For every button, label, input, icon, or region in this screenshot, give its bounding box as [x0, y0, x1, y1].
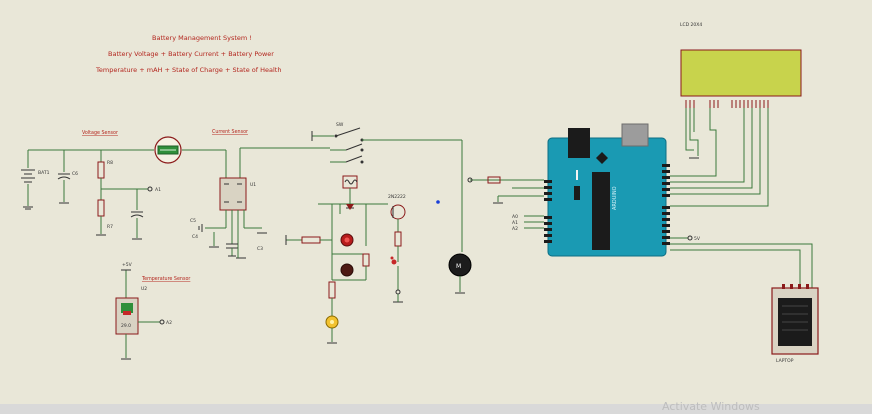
activate-windows-watermark: Activate Windows — [662, 400, 760, 413]
voltmeter[interactable] — [154, 136, 182, 164]
title-line-2: Battery Voltage + Battery Current + Batt… — [108, 50, 274, 58]
svg-text:A2: A2 — [512, 226, 518, 232]
svg-text:29.0: 29.0 — [121, 323, 131, 329]
svg-text:C5: C5 — [190, 218, 196, 224]
laptop-label: LAPTOP — [776, 358, 794, 364]
switch-relay-circuit[interactable]: SW 2N2222 — [285, 122, 472, 344]
resistor-r7[interactable] — [97, 199, 105, 217]
battery-label: BAT1 — [38, 170, 50, 176]
current-sensor-circuit[interactable]: U1 C5 C3 C4 — [190, 147, 330, 259]
svg-text:+5V: +5V — [122, 262, 133, 268]
svg-text:A2: A2 — [166, 320, 172, 326]
lcd-label: LCD 20X4 — [680, 22, 702, 28]
svg-text:SW: SW — [336, 122, 344, 128]
svg-text:M: M — [456, 263, 461, 270]
usb-port — [568, 128, 590, 158]
arduino-label: ARDUINO — [612, 186, 618, 210]
window-bottom-bar — [0, 404, 872, 414]
title-line-3: Temperature + mAH + State of Charge + St… — [95, 66, 281, 74]
resistor-r8[interactable] — [97, 161, 105, 179]
svg-text:5V: 5V — [694, 236, 701, 242]
dark-led-indicator[interactable] — [340, 263, 354, 277]
svg-text:2N2222: 2N2222 — [388, 194, 406, 200]
atmega-chip — [592, 172, 610, 250]
title-line-1: Battery Management System ! — [152, 34, 252, 42]
svg-text:C4: C4 — [192, 234, 198, 240]
svg-text:A1: A1 — [512, 220, 518, 226]
u2-label: U2 — [141, 286, 147, 292]
resistor-input[interactable] — [301, 236, 321, 244]
voltage-sensor-circuit[interactable]: BAT1 C6 R8 R7 A1 — [21, 136, 226, 240]
svg-text:A1: A1 — [155, 187, 161, 193]
svg-text:C6: C6 — [72, 171, 78, 177]
arduino-uno-board[interactable]: ARDUINO A0 A1 A2 — [467, 123, 670, 257]
voltage-sensor-label: Voltage Sensor — [82, 130, 118, 136]
laptop-serial-terminal[interactable]: 5V LAPTOP — [670, 235, 819, 364]
lcd-display[interactable]: LCD 20X4 — [670, 22, 802, 207]
resistor-led[interactable] — [394, 231, 402, 247]
current-sensor-chip-u1[interactable] — [219, 177, 247, 211]
battery-symbol[interactable] — [21, 169, 35, 183]
u1-label: U1 — [250, 182, 256, 188]
current-sensor-label: Current Sensor — [212, 129, 248, 135]
temperature-sensor-circuit[interactable]: +5V 29.0 U2 A2 — [115, 262, 172, 360]
power-jack — [621, 123, 649, 147]
svg-text:C3: C3 — [257, 246, 263, 252]
svg-text:A0: A0 — [512, 214, 518, 220]
r8-label: R8 — [107, 160, 113, 166]
r7-label: R7 — [107, 224, 113, 230]
temperature-sensor-label: Temperature Sensor — [141, 276, 190, 282]
